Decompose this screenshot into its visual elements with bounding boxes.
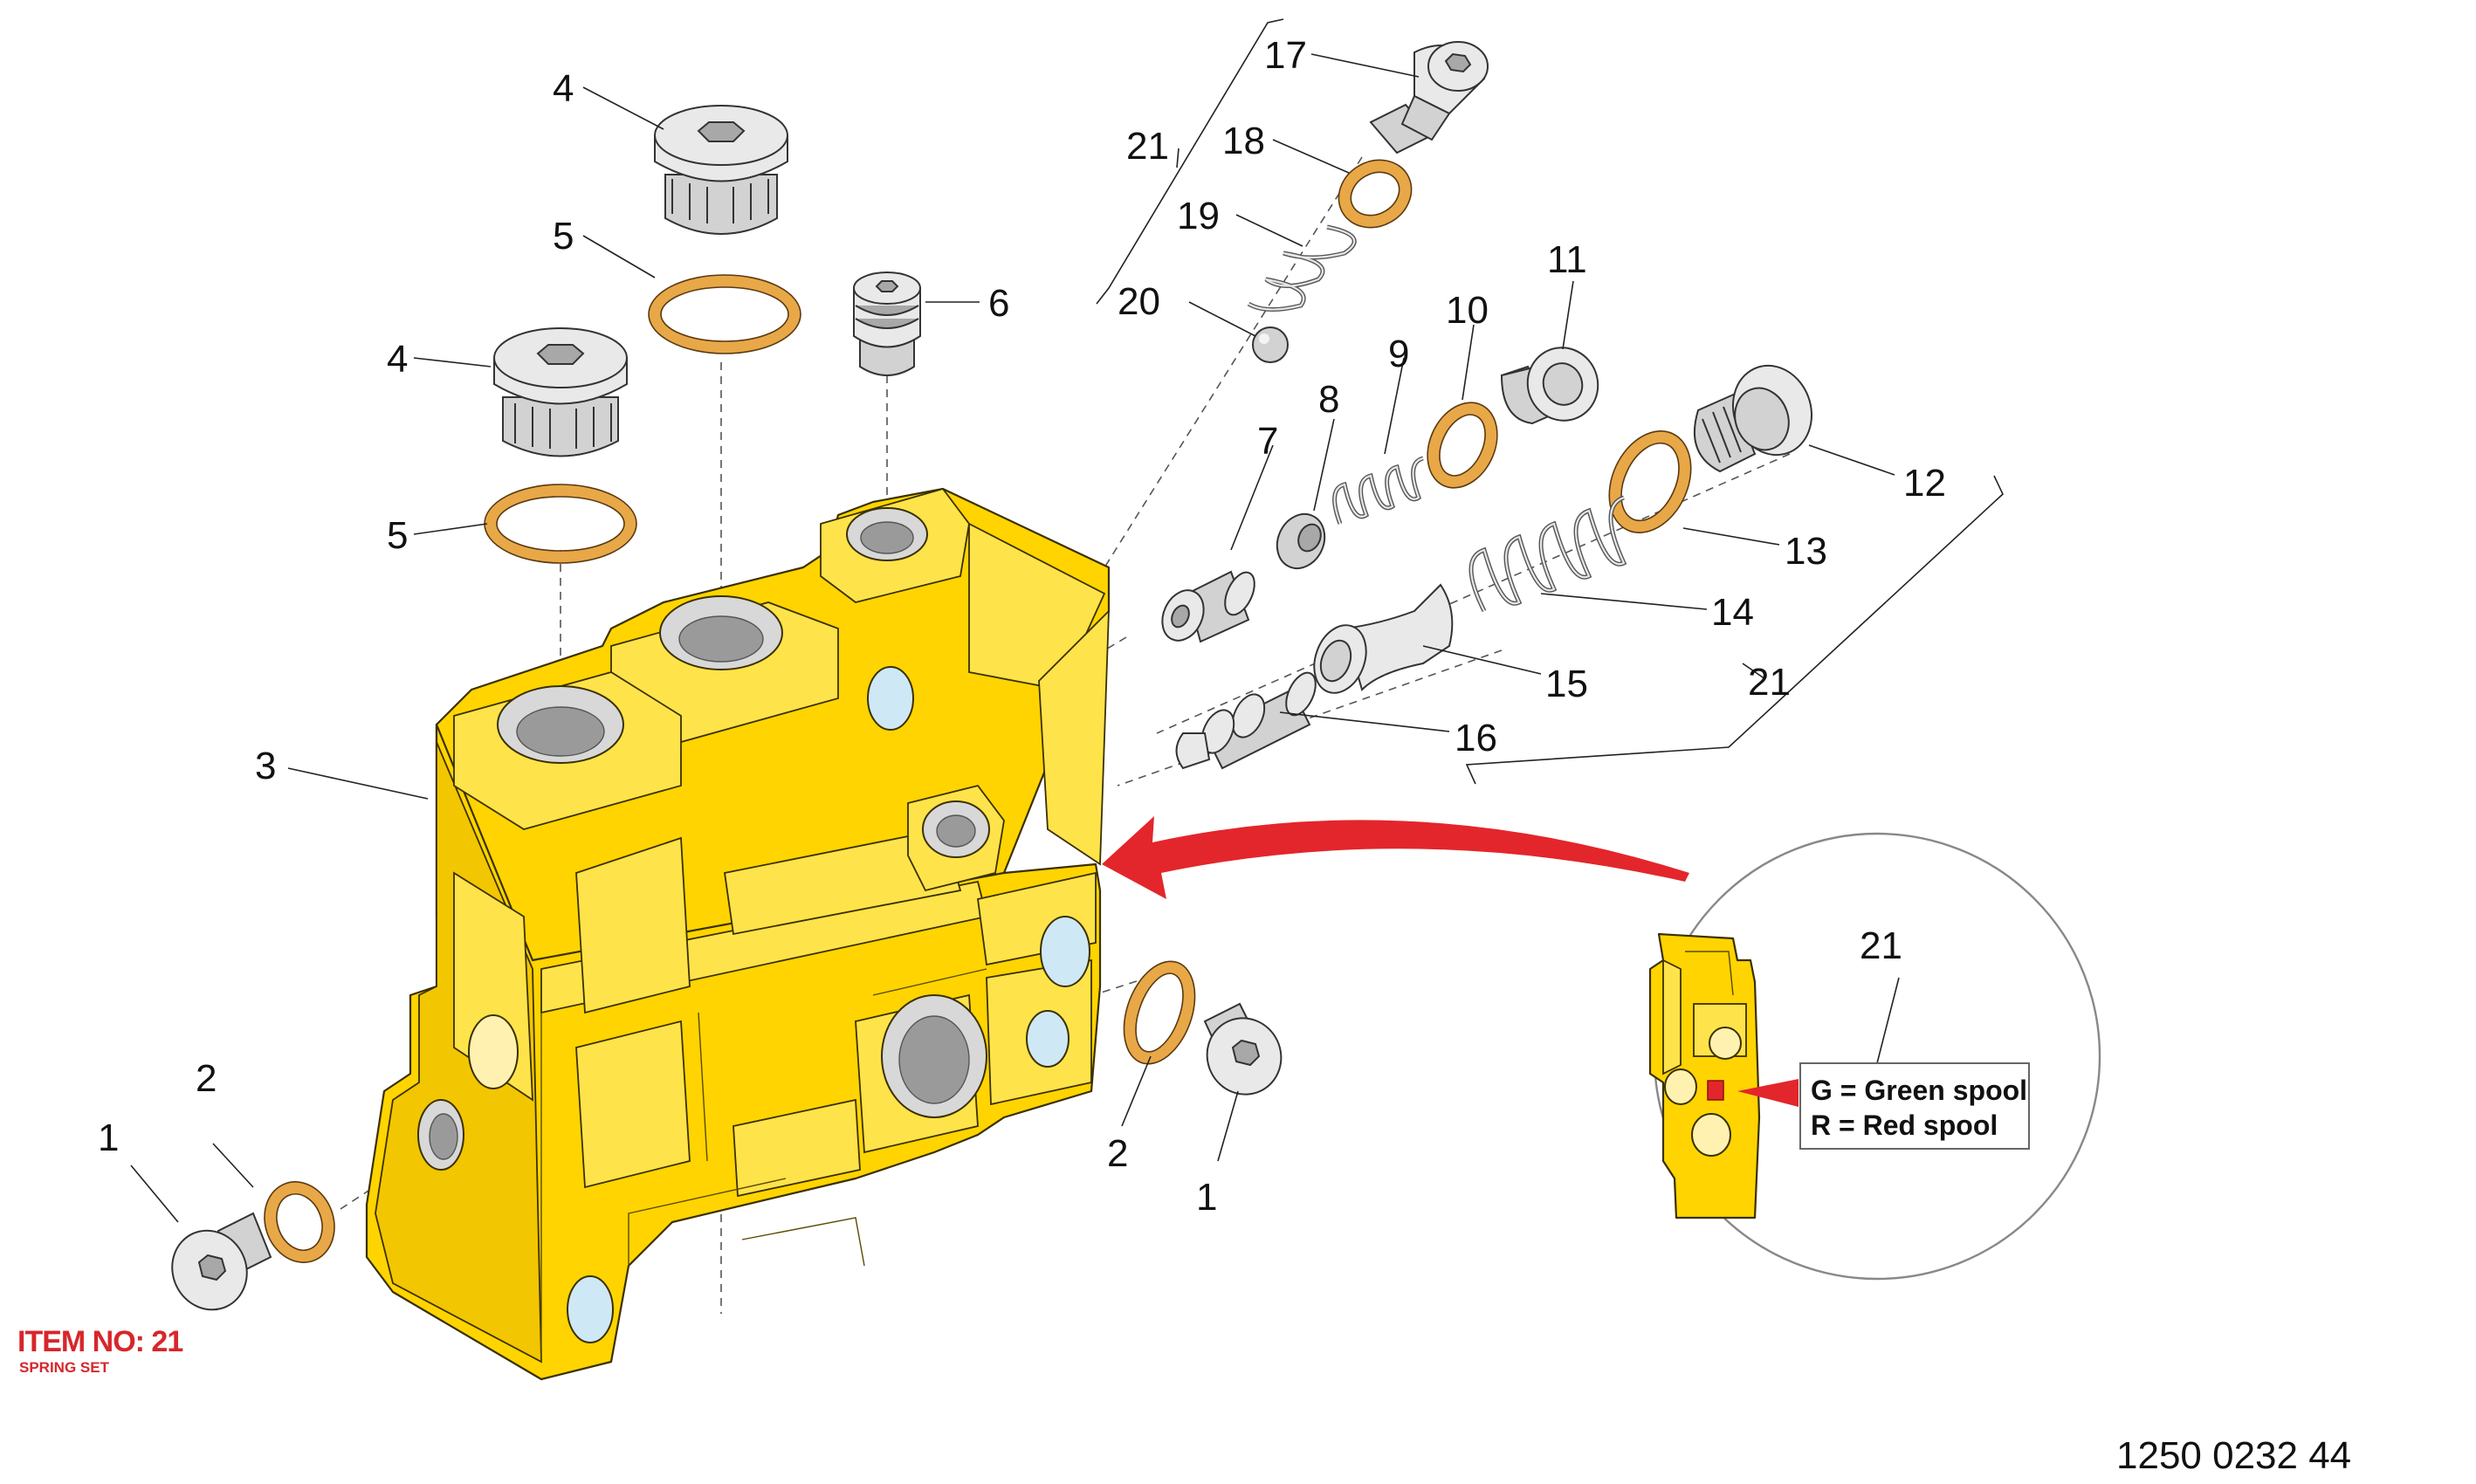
seal-ring-2-left: [264, 1181, 335, 1263]
callout-8: 8: [1318, 378, 1339, 421]
document-number: 1250 0232 44: [2116, 1434, 2351, 1477]
plug-11: [1500, 347, 1599, 425]
legend-green-spool: G = Green spool: [1811, 1075, 2027, 1106]
washer-8: [1276, 512, 1326, 570]
callout-15: 15: [1545, 663, 1588, 705]
seal-ring-2-right: [1123, 960, 1196, 1065]
callout-18: 18: [1222, 120, 1265, 162]
callout-1-left: 1: [98, 1116, 119, 1159]
plug-1-right: [1203, 1002, 1283, 1096]
spring-19: [1247, 224, 1357, 312]
callout-3: 3: [255, 745, 276, 787]
seal-ring-upper: [648, 274, 801, 354]
plug-6: [853, 271, 921, 376]
seal-ring-18: [1338, 159, 1413, 229]
plug-1-left: [171, 1212, 272, 1311]
inset-detail: 21 G = Green spool R = Red spool: [1648, 832, 2101, 1281]
callout-1-right: 1: [1196, 1176, 1217, 1219]
plug-upper: [654, 105, 788, 235]
plug-lower: [493, 327, 628, 457]
piston-15: [1313, 583, 1454, 694]
spool-legend: [1799, 1062, 2030, 1150]
leader-lines: [130, 18, 2004, 1223]
callout-16: 16: [1455, 717, 1497, 759]
valve-housing: [365, 487, 1111, 1381]
callout-13: 13: [1785, 530, 1827, 573]
seal-ring-10: [1427, 402, 1498, 489]
callout-7: 7: [1257, 420, 1278, 463]
callout-5-lower: 5: [387, 514, 408, 557]
item-number-title: ITEM NO: 21: [17, 1325, 182, 1358]
seal-ring-13: [1608, 430, 1692, 533]
callout-11: 11: [1547, 238, 1587, 281]
callout-14: 14: [1711, 591, 1754, 634]
spool-16: [1175, 671, 1317, 770]
seal-ring-lower: [484, 484, 637, 564]
callout-10: 10: [1446, 289, 1489, 332]
spring-9: [1332, 456, 1424, 525]
callout-2-left: 2: [196, 1057, 217, 1100]
callout-6: 6: [988, 282, 1009, 325]
callout-4-lower: 4: [387, 338, 408, 381]
callout-5-upper: 5: [553, 215, 574, 258]
ball-20: [1252, 326, 1289, 363]
red-arrow: [1102, 816, 1689, 899]
callout-21-inset: 21: [1860, 924, 1902, 967]
callout-21-upper: 21: [1126, 125, 1169, 168]
callout-12: 12: [1903, 462, 1946, 505]
callout-9: 9: [1388, 333, 1409, 375]
callout-numbers: 1 2 3 4 5 4 5 6 7 8 9 10 11 12 13 14 15 …: [98, 34, 1946, 1219]
spool-color-marker: [1707, 1080, 1724, 1101]
legend-red-spool: R = Red spool: [1811, 1110, 1998, 1141]
plug-12: [1693, 364, 1813, 473]
callout-2-right: 2: [1107, 1132, 1128, 1175]
guide-7: [1161, 570, 1255, 643]
callout-21-lower: 21: [1748, 661, 1791, 704]
spring-14: [1468, 495, 1627, 613]
item-number-subtitle: SPRING SET: [19, 1359, 110, 1376]
callout-17: 17: [1264, 34, 1307, 77]
callout-20: 20: [1118, 280, 1160, 323]
screw-17: [1369, 41, 1489, 155]
callout-4-upper: 4: [553, 67, 574, 110]
callout-19: 19: [1177, 195, 1220, 237]
